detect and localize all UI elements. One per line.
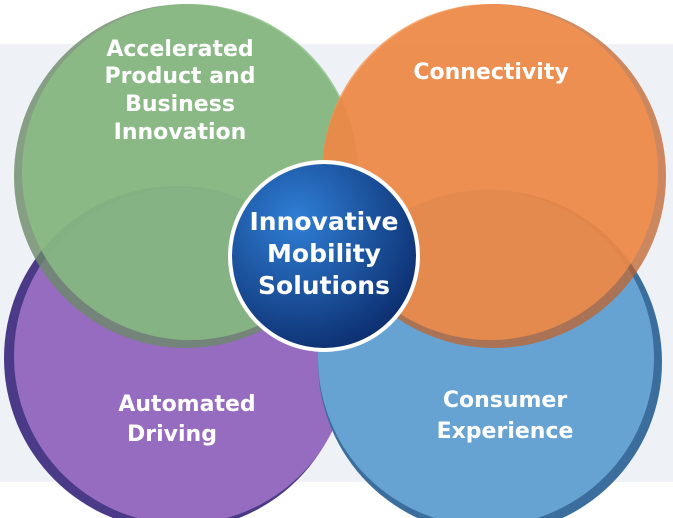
- center-label-line3: Solutions: [258, 271, 390, 300]
- label-consumer-line2: Experience: [437, 419, 574, 444]
- center-label-line1: Innovative: [249, 207, 398, 236]
- label-consumer-line1: Consumer: [443, 388, 568, 413]
- label-accelerated-line4: Innovation: [114, 120, 247, 145]
- label-automated-line2: Driving: [127, 422, 217, 447]
- label-accelerated-line1: Accelerated: [106, 37, 253, 62]
- label-accelerated-line2: Product and: [105, 64, 256, 89]
- center-circle: [228, 160, 420, 352]
- label-automated-line1: Automated: [118, 392, 255, 417]
- label-accelerated-line3: Business: [125, 92, 235, 117]
- label-connectivity: Connectivity: [413, 60, 568, 85]
- center-label-line2: Mobility: [267, 239, 381, 268]
